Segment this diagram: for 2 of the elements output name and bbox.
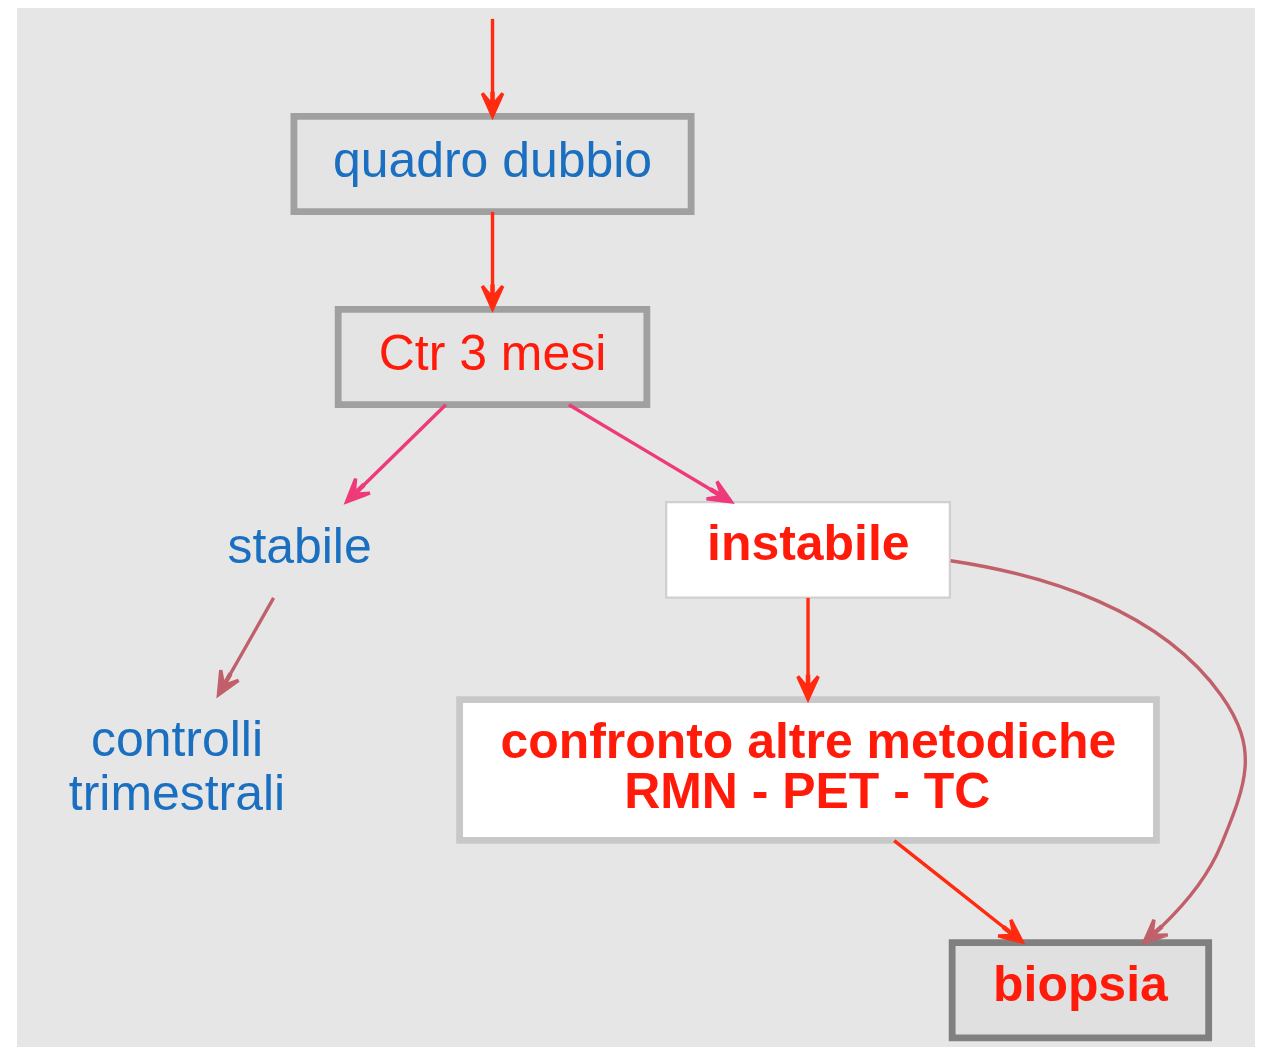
node-text: controlli trimestrali [68,710,285,821]
node-text: stabile [226,517,372,574]
